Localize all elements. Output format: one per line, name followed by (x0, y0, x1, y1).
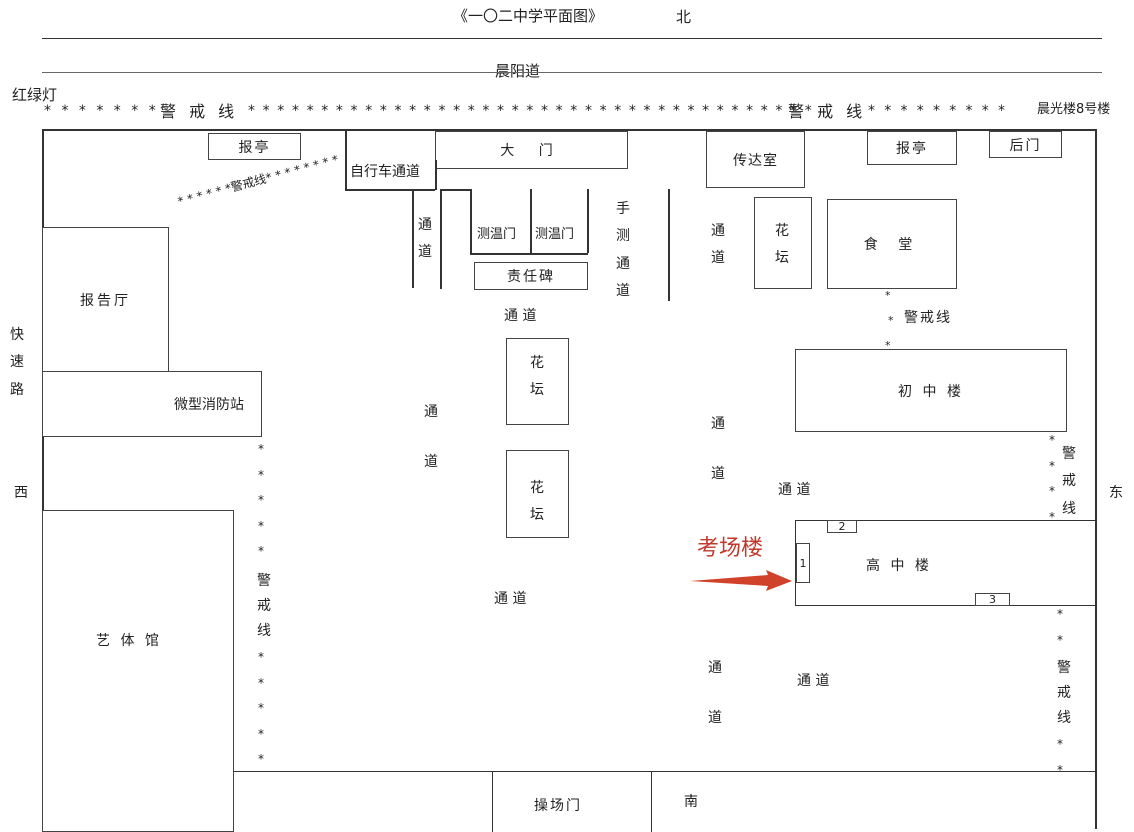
temp-gate-bracket-top (440, 189, 470, 191)
west-label: 西 (14, 485, 28, 501)
entrance-wall-1 (412, 189, 414, 288)
header-line-1 (42, 38, 1102, 39)
campus-right-wall (1095, 129, 1097, 829)
warning-stars-east-3: ** (1057, 737, 1063, 777)
exam-building-label: 考场楼 (697, 536, 764, 561)
senior-building-left (795, 520, 797, 606)
warning-stars-top-left: * * * * * * * (44, 103, 159, 119)
warning-stars-canteen-3: * (885, 339, 891, 352)
diag-stars-a: * * * * * * (176, 180, 234, 209)
flower-bed-right (754, 197, 812, 289)
hand-temp-lane-label: 手测通道 (616, 201, 630, 299)
fire-station-label: 微型消防站 (174, 397, 244, 413)
kiosk-left: 报亭 (208, 133, 301, 160)
flower-bed-2-label: 花坛 (530, 480, 544, 524)
warning-line-top-left: 警 戒 线 (160, 102, 239, 121)
flower-bed-1 (506, 338, 569, 425)
passage-label-bottom-east: 通 道 (797, 673, 830, 689)
warning-stars-east-2: ** (1057, 607, 1063, 647)
entrance-wall-2 (440, 189, 442, 289)
senior-building-top (795, 520, 1097, 522)
map-title: 《一〇二中学平面图》 (453, 7, 604, 25)
main-gate: 大 门 (435, 131, 628, 169)
warning-stars-left-2: ***** (258, 650, 264, 766)
entrance-2: 2 (827, 520, 857, 533)
passage-label-center-low: 通 道 (494, 591, 527, 607)
bike-lane-wall-left (345, 129, 347, 189)
hand-temp-lane-wall (668, 189, 670, 301)
bike-lane-wall-top (345, 189, 435, 191)
warning-stars-left-1: ***** (258, 442, 264, 558)
warning-line-top-right: 警 戒 线 (788, 102, 867, 121)
header-line-2 (42, 72, 1102, 73)
diag-warning-label: 警戒线 (229, 171, 268, 195)
passage-label-east-mid: 通 道 (778, 482, 811, 498)
canteen: 食 堂 (827, 199, 957, 289)
responsibility-stele: 责任碑 (474, 262, 588, 290)
temp-gate-wall-left (470, 189, 472, 253)
gatehouse: 传达室 (706, 131, 805, 188)
kiosk-right: 报亭 (867, 131, 957, 165)
flower-bed-1-label: 花坛 (530, 355, 544, 399)
lecture-hall: 报告厅 (42, 227, 169, 372)
north-label: 北 (676, 8, 692, 26)
warning-stars-top-mid: * * * * * * * * * * * * * * * * * * * * … (248, 103, 814, 119)
campus-left-wall (42, 129, 44, 829)
east-label: 东 (1109, 485, 1123, 501)
entrance-1: 1 (796, 543, 810, 583)
top-road-label: 晨阳道 (495, 62, 541, 80)
playground-gate-right (651, 771, 653, 832)
passage-label-entrance: 通道 (418, 217, 432, 261)
art-gym-label: 艺 体 馆 (96, 633, 162, 649)
warning-line-east: 警戒线 (1062, 446, 1076, 517)
temp-gate-wall-right (587, 189, 589, 253)
entrance-3: 3 (975, 593, 1010, 606)
art-gym (42, 510, 234, 832)
left-road-label: 快速路 (10, 327, 24, 398)
campus-top-wall (42, 129, 1097, 131)
fire-station (42, 371, 262, 437)
playground-gate-label: 操场门 (534, 798, 582, 814)
passage-label-right-top: 通道 (711, 223, 725, 267)
passage-label-bottom-right: 通道 (708, 660, 722, 727)
temp-gate-2: 测温门 (535, 227, 575, 242)
warning-stars-east-1: **** (1049, 433, 1055, 524)
warning-line-diagonal: * * * * * *警戒线* * * * * * * * (176, 152, 340, 209)
flower-bed-right-label: 花坛 (775, 223, 789, 267)
exam-building-arrow (690, 570, 792, 591)
senior-building-label: 高 中 楼 (866, 558, 932, 574)
senior-building-bottom (795, 605, 1097, 607)
passage-label-left-middle: 通道 (424, 404, 438, 471)
top-building-label: 晨光楼8号楼 (1037, 102, 1111, 117)
warning-stars-canteen-2: * (888, 314, 894, 327)
junior-building: 初 中 楼 (795, 349, 1067, 432)
passage-label-mid-right: 通道 (711, 416, 725, 483)
bike-lane-label: 自行车通道 (350, 164, 420, 180)
temp-gate-base (470, 253, 588, 255)
temp-gate-1: 测温门 (477, 227, 517, 242)
warning-stars-top-right: * * * * * * * * * (868, 103, 1008, 119)
back-gate: 后门 (989, 131, 1062, 158)
playground-gate-left (492, 771, 494, 832)
south-label: 南 (684, 794, 698, 810)
warning-line-east-bottom: 警戒线 (1057, 660, 1071, 727)
warning-stars-canteen-1: * (885, 289, 891, 302)
passage-label-center-top: 通 道 (504, 308, 537, 324)
campus-bottom-wall (234, 771, 1096, 773)
warning-line-canteen: 警戒线 (904, 310, 952, 326)
traffic-light-label: 红绿灯 (12, 86, 58, 104)
flower-bed-2 (506, 450, 569, 538)
temp-gate-wall-mid (530, 189, 532, 253)
bike-lane-wall-right (435, 160, 437, 190)
warning-line-left: 警戒线 (257, 573, 271, 640)
